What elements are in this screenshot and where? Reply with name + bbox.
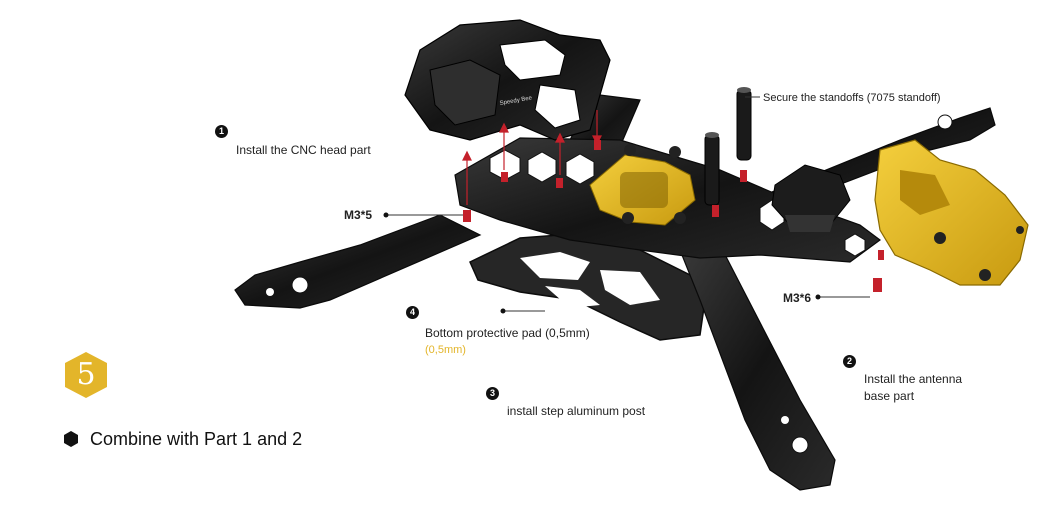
step-number-badge: 5 — [64, 351, 108, 399]
callout-1-number: 1 — [215, 125, 228, 138]
bottom-protective-pad — [469, 231, 706, 341]
callout-4-number: 4 — [406, 306, 419, 319]
leader-lines — [386, 96, 870, 312]
callout-3-number: 3 — [486, 387, 499, 400]
antenna-base-part — [874, 139, 1029, 286]
callout-1-label: Install the CNC head part — [236, 143, 371, 157]
standoff-label: Secure the standoffs (7075 standoff) — [763, 92, 941, 104]
callout-2-number: 2 — [843, 355, 856, 368]
head-logo: Speedy Bee — [499, 95, 533, 107]
callout-3-label: install step aluminum post — [507, 404, 646, 418]
hexagon-icon — [65, 352, 107, 398]
standoffs — [704, 87, 752, 206]
callout-2-label-line2: base part — [864, 389, 915, 403]
electronics-block — [771, 164, 851, 232]
m3-6-label: M3*6 — [783, 291, 812, 305]
callout-4-label: Bottom protective pad (0,5mm) — [425, 326, 590, 340]
red-screws — [463, 140, 884, 292]
assembly-arrows — [462, 110, 602, 205]
aluminum-center-mount — [589, 144, 696, 226]
callout-2-label-line1: Install the antenna — [864, 372, 963, 386]
hexagon-bullet-icon — [64, 431, 78, 447]
m3-5-label: M3*5 — [344, 208, 373, 222]
step-title: Combine with Part 1 and 2 — [90, 429, 303, 449]
step-number: 5 — [76, 357, 96, 392]
callout-4-sub: (0,5mm) — [425, 344, 466, 356]
cnc-head-part: Speedy Bee — [404, 19, 611, 141]
